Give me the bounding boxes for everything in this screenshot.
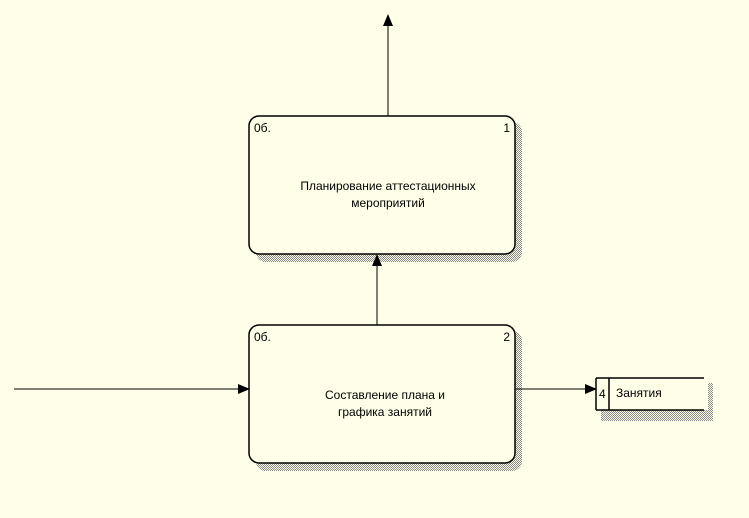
data-store-name: Занятия — [616, 386, 662, 400]
process-1-number: 1 — [503, 121, 510, 135]
process-1-title-line2: мероприятий — [351, 196, 425, 210]
process-1-frame — [248, 115, 516, 255]
process-box-2[interactable]: 0б. 2 Составление плана и графика заняти… — [248, 324, 522, 471]
data-store-4[interactable]: 4 Занятия — [595, 377, 713, 421]
process-box-1[interactable]: 0б. 1 Планирование аттестационных меропр… — [248, 115, 522, 262]
process-2-number: 2 — [503, 330, 510, 344]
process-2-title-line2: графика занятий — [338, 405, 432, 419]
data-store-number: 4 — [599, 387, 606, 401]
data-store-body — [596, 378, 708, 410]
process-1-corner-label: 0б. — [254, 121, 271, 135]
process-1-title-line1: Планирование аттестационных — [300, 179, 475, 193]
process-2-frame — [248, 324, 516, 464]
process-2-title-line1: Составление плана и — [325, 388, 445, 402]
process-2-corner-label: 0б. — [254, 330, 271, 344]
